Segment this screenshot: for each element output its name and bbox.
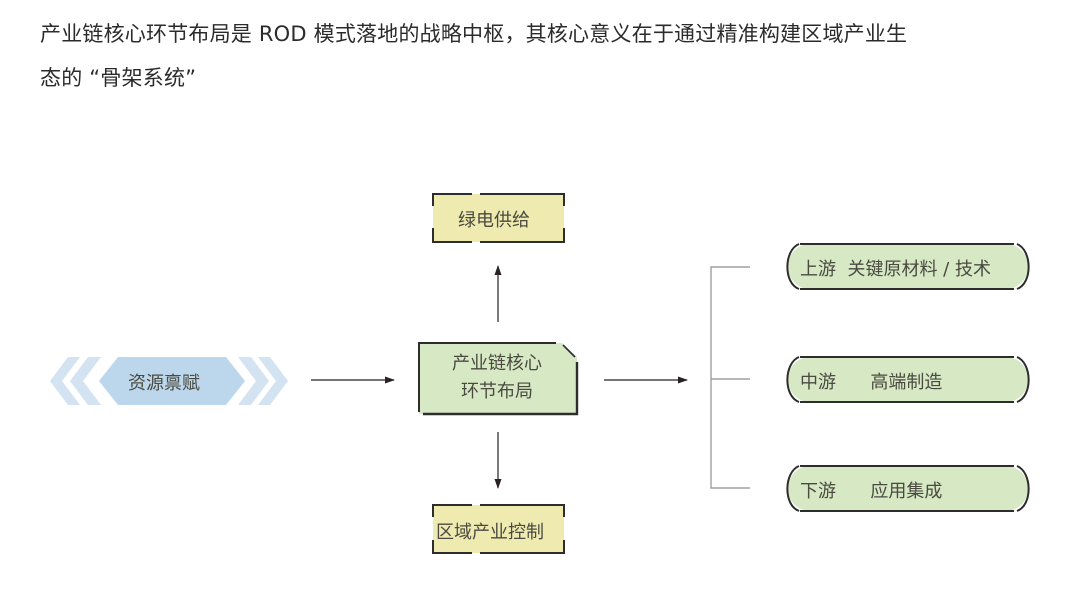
source-node xyxy=(50,357,288,405)
intro-paragraph: 产业链核心环节布局是 ROD 模式落地的战略中枢，其核心意义在于通过精准构建区域… xyxy=(40,12,1060,100)
source-hexagon xyxy=(99,357,245,405)
bottom-node-label: 区域产业控制 xyxy=(436,522,544,543)
chain-bracket xyxy=(710,266,750,489)
chevron-left-inner-icon xyxy=(70,357,101,405)
upstream-label: 上游 关键原材料 / 技术 xyxy=(800,255,991,281)
chain-pill-downstream xyxy=(786,465,1030,512)
chevron-right-outer-icon xyxy=(258,357,288,405)
source-label: 资源禀赋 xyxy=(128,373,200,394)
center-node-label: 产业链核心 环节布局 xyxy=(418,350,576,406)
intro-line-2: 态的 “骨架系统” xyxy=(40,66,197,90)
downstream-label: 下游 应用集成 xyxy=(800,477,942,503)
intro-line-1: 产业链核心环节布局是 ROD 模式落地的战略中枢，其核心意义在于通过精准构建区域… xyxy=(40,22,908,46)
center-node-line-2: 环节布局 xyxy=(461,381,533,402)
midstream-gap xyxy=(836,372,870,393)
top-node-label: 绿电供给 xyxy=(458,210,530,231)
upstream-stage: 上游 xyxy=(800,259,836,280)
midstream-detail: 高端制造 xyxy=(870,372,943,393)
bottom-node-box xyxy=(432,504,565,554)
downstream-detail: 应用集成 xyxy=(870,481,943,502)
center-node-line-1: 产业链核心 xyxy=(452,353,542,374)
top-node-box xyxy=(432,193,565,243)
upstream-detail: 关键原材料 / 技术 xyxy=(847,259,991,280)
chevron-left-outer-icon xyxy=(50,357,80,405)
upstream-gap xyxy=(836,259,847,280)
chain-pill-midstream xyxy=(786,356,1030,403)
chevron-right-inner-icon xyxy=(238,357,269,405)
center-node-box xyxy=(418,342,579,416)
downstream-gap xyxy=(836,481,870,502)
chain-pill-upstream xyxy=(786,243,1030,290)
midstream-stage: 中游 xyxy=(800,372,836,393)
midstream-label: 中游 高端制造 xyxy=(800,368,942,394)
downstream-stage: 下游 xyxy=(800,481,836,502)
